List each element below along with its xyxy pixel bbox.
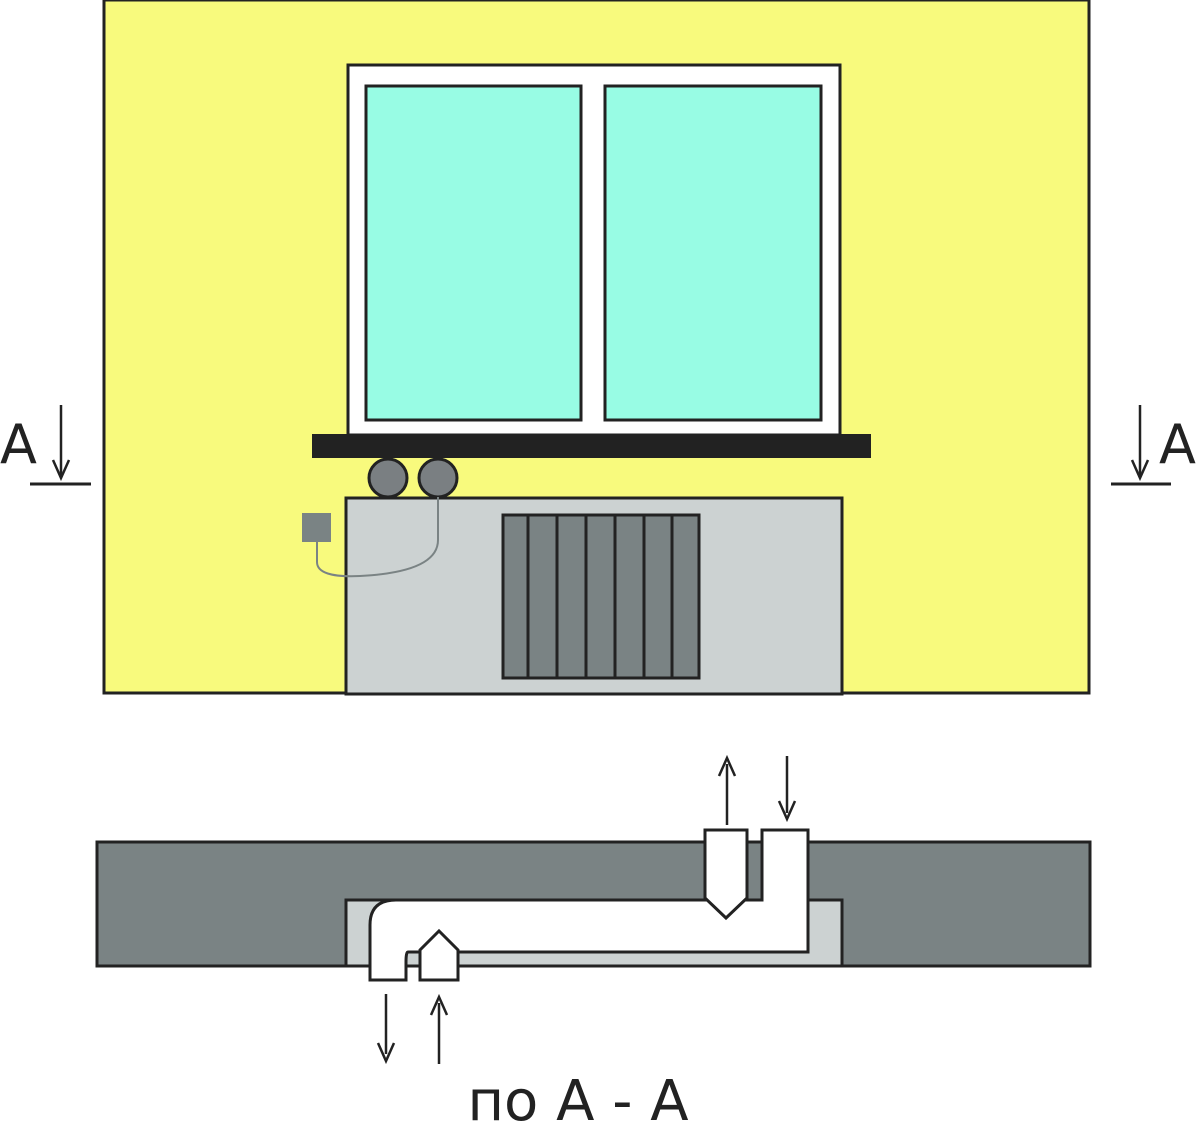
- intake-terminal: [703, 828, 749, 921]
- section-view: по A - A: [95, 754, 1092, 1123]
- window-pane-right: [603, 84, 823, 422]
- section-letter-left: A: [0, 413, 37, 476]
- arrow-down-icon: [376, 994, 396, 1065]
- arrow-up-icon: [717, 754, 737, 825]
- radiator: [501, 513, 701, 680]
- arrow-head: [1130, 459, 1150, 482]
- duct-end-left: [367, 457, 409, 499]
- windowsill: [312, 434, 871, 458]
- control-box: [302, 513, 331, 542]
- arrow-up-icon: [429, 993, 449, 1064]
- window: [346, 63, 842, 437]
- supply-inlet: [418, 928, 460, 982]
- duct-end-right: [417, 457, 459, 499]
- section-letter-right: A: [1159, 413, 1196, 476]
- window-pane-left: [364, 84, 583, 422]
- arrow-head: [51, 459, 71, 482]
- section-mark-right: A: [1111, 405, 1196, 486]
- control-wire: [316, 497, 439, 578]
- radiator-body: [501, 513, 701, 680]
- exhaust-duct: [368, 828, 810, 982]
- section-mark-left: A: [0, 405, 91, 486]
- arrow-down-icon: [777, 756, 797, 823]
- section-caption: по A - A: [467, 1069, 688, 1123]
- front-elevation: A A: [0, 0, 1196, 696]
